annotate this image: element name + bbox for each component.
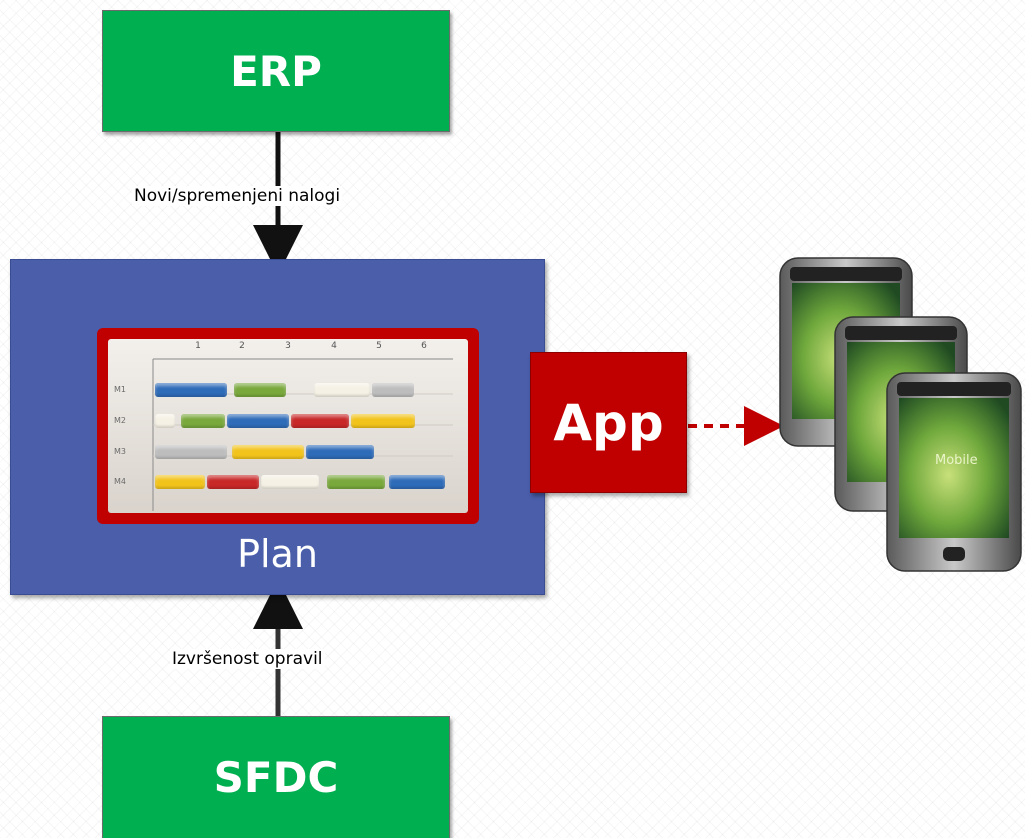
gantt-chart-image: 1 2 3 4 5 6 M1 M2 M3 M4 [108, 339, 468, 513]
gantt-tick: 5 [376, 341, 382, 351]
gantt-row-label: M3 [114, 447, 126, 456]
gantt-bar [314, 383, 370, 397]
plan-node: 1 2 3 4 5 6 M1 M2 M3 M4 [10, 259, 545, 595]
sfdc-node: SFDC [102, 716, 450, 838]
gantt-bar [227, 414, 289, 428]
sfdc-edge-label: Izvršenost opravil [170, 649, 325, 669]
gantt-row-label: M1 [114, 385, 126, 394]
gantt-tick: 6 [421, 341, 427, 351]
gantt-bar [306, 445, 374, 459]
gantt-bar [181, 414, 225, 428]
gantt-bar [261, 475, 319, 489]
gantt-tick: 4 [331, 341, 337, 351]
gantt-tick: 1 [195, 341, 201, 351]
gantt-tick: 3 [285, 341, 291, 351]
gantt-row-label: M2 [114, 416, 126, 425]
gantt-bar [234, 383, 286, 397]
gantt-row-label: M4 [114, 477, 126, 486]
gantt-bar [155, 475, 205, 489]
erp-edge-label: Novi/spremenjeni nalogi [132, 186, 343, 206]
gantt-chart-frame: 1 2 3 4 5 6 M1 M2 M3 M4 [97, 328, 479, 524]
gantt-bar [372, 383, 414, 397]
plan-label: Plan [237, 532, 318, 576]
gantt-bar [327, 475, 385, 489]
gantt-bar [389, 475, 445, 489]
gantt-bar [232, 445, 304, 459]
gantt-bar [207, 475, 259, 489]
gantt-bar [291, 414, 349, 428]
gantt-bar [351, 414, 415, 428]
app-node: App [530, 352, 687, 493]
gantt-bar [155, 445, 227, 459]
gantt-bar [155, 414, 175, 428]
gantt-bar [155, 383, 227, 397]
phone-screen-text: Mobile [935, 453, 978, 468]
phone-icon: Mobile [886, 372, 1022, 572]
gantt-tick: 2 [239, 341, 245, 351]
erp-node: ERP [102, 10, 450, 132]
mobile-devices-image: Mobile [779, 257, 1022, 572]
